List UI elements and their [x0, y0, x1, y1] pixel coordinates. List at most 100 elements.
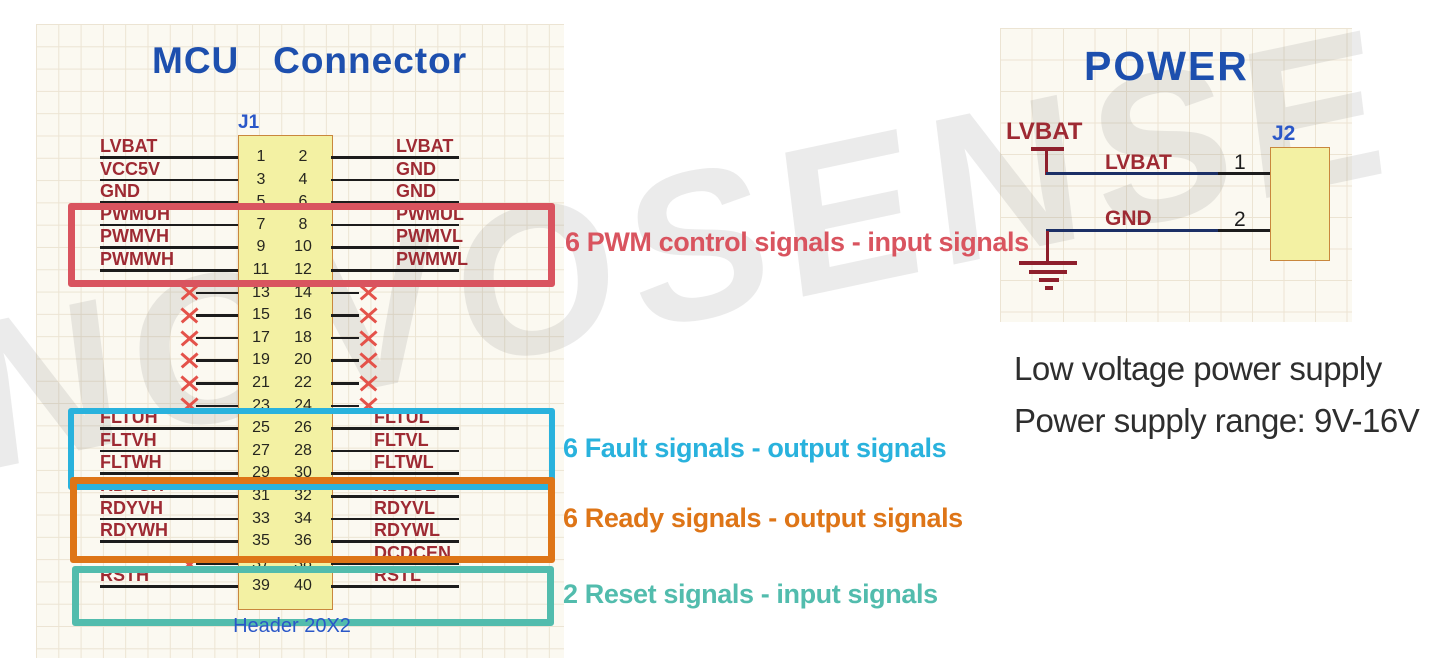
- group-annotation-ready: 6 Ready signals - output signals: [563, 503, 963, 533]
- wire-left: [100, 585, 238, 588]
- power-note-line2: Power supply range: 9V-16V: [1014, 402, 1420, 439]
- wire-right: [331, 585, 459, 588]
- pin-number-even: 22: [294, 374, 312, 391]
- no-connect-x-left: [180, 307, 199, 324]
- net-label-left: RDYVH: [100, 497, 164, 518]
- j2-designator: J2: [1272, 122, 1296, 145]
- nc-stub-left: [196, 291, 238, 295]
- pin-number-even: 16: [294, 306, 312, 324]
- power-title: POWER: [1084, 43, 1249, 89]
- net-label-left: FLTWH: [100, 452, 162, 473]
- wire-left: [100, 472, 238, 475]
- j1-connector-body: [238, 135, 333, 610]
- j2-pin2-number: 2: [1234, 208, 1246, 231]
- group-annotation-reset: 2 Reset signals - input signals: [563, 579, 938, 609]
- lvbat-net-wire: [1046, 172, 1218, 175]
- j1-designator: J1: [238, 112, 260, 133]
- net-label-right: GND: [396, 181, 436, 202]
- wire-right: [331, 472, 459, 475]
- nc-stub-left: [196, 382, 238, 385]
- pin-number-odd: 31: [252, 487, 270, 504]
- wire-right: [331, 269, 459, 272]
- pin-number-odd: 13: [252, 283, 270, 301]
- ground-icon-bar2: [1029, 270, 1067, 274]
- gnd-net-wire: [1046, 229, 1218, 232]
- nc-stub-left: [196, 562, 238, 566]
- wire-right: [331, 246, 459, 249]
- net-label-left: RDYWH: [100, 520, 168, 541]
- mcu-connector-title: MCU Connector: [152, 40, 468, 81]
- wire-right: [331, 201, 459, 204]
- wire-right: [331, 223, 459, 227]
- wire-left: [100, 427, 238, 430]
- group-annotation-pwm: 6 PWM control signals - input signals: [565, 227, 1029, 257]
- pin-number-even: 14: [294, 283, 312, 301]
- pin-number-even: 20: [294, 351, 312, 369]
- no-connect-x-right: [359, 375, 378, 392]
- wire-left: [100, 223, 238, 227]
- wire-left: [100, 540, 238, 543]
- pin-number-odd: 19: [252, 351, 270, 369]
- pin-number-even: 4: [298, 170, 308, 188]
- net-label-right: GND: [396, 158, 436, 179]
- nc-stub-right: [331, 291, 359, 295]
- lvbat-net-label: LVBAT: [1105, 151, 1172, 174]
- wire-left: [100, 201, 238, 204]
- ground-icon-bar3: [1039, 278, 1059, 282]
- group-box-fault: [68, 408, 555, 490]
- no-connect-x-right: [359, 307, 378, 324]
- pin-number-odd: 5: [256, 193, 266, 211]
- wire-right: [331, 449, 459, 453]
- net-label-left: PWMWH: [100, 249, 174, 269]
- pin-number-even: 40: [294, 577, 312, 595]
- net-label-left: GND: [100, 181, 140, 202]
- wire-left: [100, 246, 238, 249]
- pin-number-even: 34: [294, 509, 312, 527]
- pin-number-odd: 39: [252, 577, 270, 595]
- pin-number-odd: 1: [256, 148, 266, 165]
- pin-number-odd: 27: [252, 441, 270, 459]
- wire-right: [331, 427, 459, 430]
- nc-stub-left: [196, 404, 238, 408]
- net-label-right: FLTVL: [374, 429, 429, 450]
- pin-number-even: 6: [298, 193, 308, 211]
- pin-number-even: 2: [298, 148, 308, 165]
- j2-pin1-stub: [1218, 172, 1270, 175]
- wire-right: [331, 495, 459, 498]
- nc-stub-right: [331, 404, 359, 408]
- j2-pin1-number: 1: [1234, 151, 1246, 174]
- pin-number-even: 10: [294, 238, 312, 256]
- wire-right: [331, 540, 459, 543]
- nc-stub-right: [331, 336, 359, 340]
- nc-stub-right: [331, 359, 359, 362]
- wire-left: [100, 495, 238, 498]
- pin-number-even: 32: [294, 487, 312, 504]
- wire-left: [100, 517, 238, 521]
- pin-number-odd: 9: [256, 238, 266, 256]
- net-label-right: PWMWL: [396, 249, 468, 269]
- net-label-left: PWMVH: [100, 226, 169, 247]
- pin-number-odd: 33: [252, 509, 270, 527]
- pin-number-even: 8: [298, 215, 308, 233]
- no-connect-x-right: [359, 329, 378, 346]
- wire-right: [331, 178, 459, 182]
- net-label-right: LVBAT: [396, 136, 454, 156]
- net-label-left: FLTVH: [100, 429, 157, 450]
- wire-left: [100, 178, 238, 182]
- pin-number-even: 18: [294, 328, 312, 346]
- ground-icon-bar1: [1019, 261, 1077, 265]
- power-bar-stem: [1045, 147, 1048, 175]
- no-connect-x-left: [180, 375, 199, 392]
- pin-number-odd: 21: [252, 374, 270, 391]
- nc-stub-left: [196, 336, 238, 340]
- lvbat-power-port-label: LVBAT: [1006, 118, 1083, 145]
- wire-right: [331, 562, 459, 566]
- pin-number-odd: 7: [256, 215, 266, 233]
- pin-number-odd: 17: [252, 328, 270, 346]
- pin-number-even: 36: [294, 532, 312, 550]
- net-label-right: RDYWL: [374, 520, 440, 541]
- nc-stub-right: [331, 382, 359, 385]
- pin-number-even: 26: [294, 419, 312, 437]
- wire-left: [100, 449, 238, 453]
